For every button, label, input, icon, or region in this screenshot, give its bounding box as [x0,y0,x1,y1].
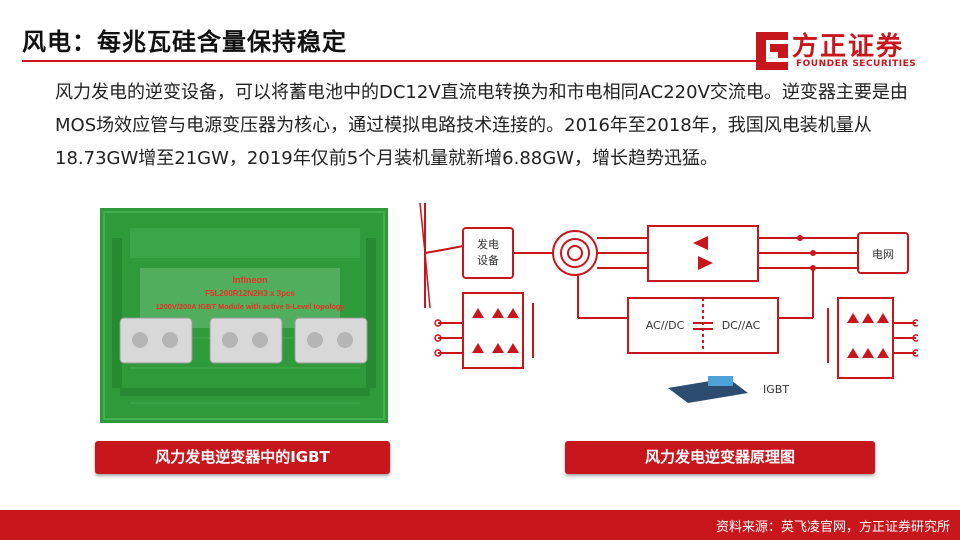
source-note: 资料来源：英飞凌官网，方正证券研究所 [715,520,950,535]
page-title: 风电：每兆瓦硅含量保持稳定 [22,28,347,56]
right-bridge-rectifier [837,297,894,379]
logo-chinese-text: 方正证券 [792,32,905,62]
left-bridge-rectifier [462,292,524,369]
igbt-label: IGBT [763,383,789,396]
igbt-module [119,317,368,364]
left-caption: 风力发电逆变器中的IGBT [95,441,390,474]
generator-box [462,227,514,279]
grid-label: 电网 [872,248,894,261]
generator-label-1: 发电 [477,237,499,251]
generator-label-2: 设备 [477,253,499,267]
pcb-label-spec: 1200V/200A IGBT Module with active 5-Lev… [155,302,345,311]
pcb-label-infineon: Infineon [233,275,268,285]
pcb-label-part: F5L200R12N2H3 x 3pcs [205,289,295,298]
logo-english-text: FOUNDER SECURITIES [796,59,917,69]
igbt-pcb-photo: Infineon F5L200R12N2H3 x 3pcs 1200V/200A… [100,208,388,423]
igbt-board-image [668,376,748,403]
founder-logo-icon [756,32,788,70]
founder-logo: 方正证券 FOUNDER SECURITIES [752,26,932,74]
footer-bar: 资料来源：英飞凌官网，方正证券研究所 [0,510,960,540]
dcac-label: DC//AC [722,319,761,332]
right-caption: 风力发电逆变器原理图 [565,441,875,474]
acdc-label: AC//DC [646,319,685,332]
intro-paragraph: 风力发电的逆变设备，可以将蓄电池中的DC12V直流电转换为和市电相同AC220V… [55,82,908,169]
converter-box [647,225,759,282]
title-underline [22,60,760,62]
ring-icon [552,230,598,276]
inverter-principle-diagram: 发电 设备 电网 AC//DC DC//AC IGBT [419,202,918,403]
